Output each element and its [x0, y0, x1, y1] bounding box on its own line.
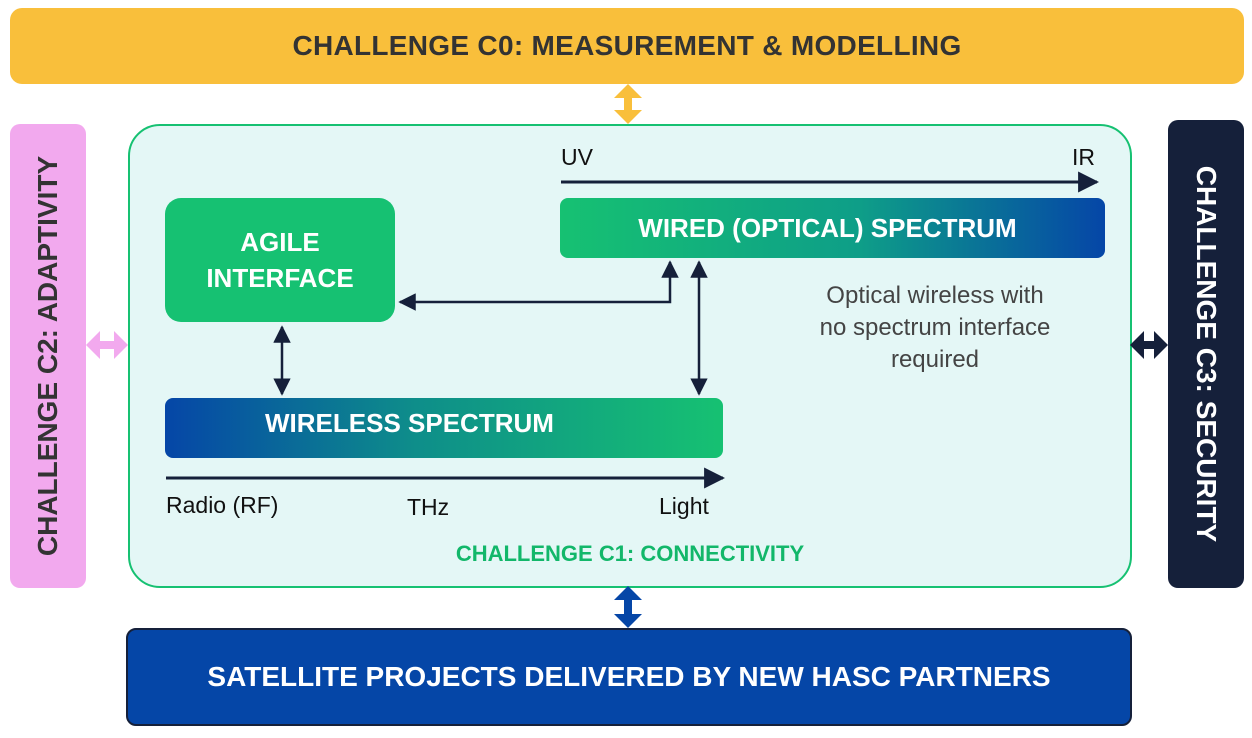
wireless-axis-mid-label: THz [407, 494, 450, 520]
challenge-c2-panel: CHALLENGE C2: ADAPTIVITY [10, 124, 86, 588]
agile-line2: INTERFACE [206, 263, 354, 293]
challenge-c3-panel: CHALLENGE C3: SECURITY [1168, 120, 1244, 588]
c1-c3-double-arrow [1130, 331, 1168, 359]
challenge-c0-banner: CHALLENGE C0: MEASUREMENT & MODELLING [10, 8, 1244, 84]
c1-satellite-double-arrow [614, 586, 642, 628]
agile-line1: AGILE [240, 227, 320, 257]
note-line3: required [890, 346, 980, 373]
wireless-axis-end-label: Light [659, 493, 709, 519]
c2-c1-double-arrow [86, 331, 128, 359]
wired-spectrum-bar: WIRED (OPTICAL) SPECTRUM [560, 198, 1105, 258]
note-line2: no spectrum interface [819, 314, 1051, 341]
wired-spectrum-label: WIRED (OPTICAL) SPECTRUM [638, 212, 1017, 243]
challenge-c0-label: CHALLENGE C0: MEASUREMENT & MODELLING [292, 30, 962, 61]
challenge-c1-label: CHALLENGE C1: CONNECTIVITY [455, 541, 805, 566]
optical-wireless-note: Optical wireless with no spectrum interf… [760, 280, 1110, 376]
note-line1: Optical wireless with [826, 282, 1044, 309]
wireless-spectrum-label: WIRELESS SPECTRUM [265, 408, 554, 438]
satellite-projects-banner: SATELLITE PROJECTS DELIVERED BY NEW HASC… [126, 628, 1132, 726]
wired-axis-end-label: IR [1072, 144, 1095, 170]
satellite-projects-label: SATELLITE PROJECTS DELIVERED BY NEW HASC… [207, 661, 1051, 692]
c0-c1-double-arrow [614, 84, 642, 124]
wireless-axis-start-label: Radio (RF) [166, 492, 279, 518]
agile-interface-box: AGILE INTERFACE [165, 198, 395, 322]
wired-agile-arrow [398, 260, 679, 311]
wireless-spectrum-bar: WIRELESS SPECTRUM [165, 398, 723, 458]
wired-axis-start-label: UV [561, 144, 593, 170]
